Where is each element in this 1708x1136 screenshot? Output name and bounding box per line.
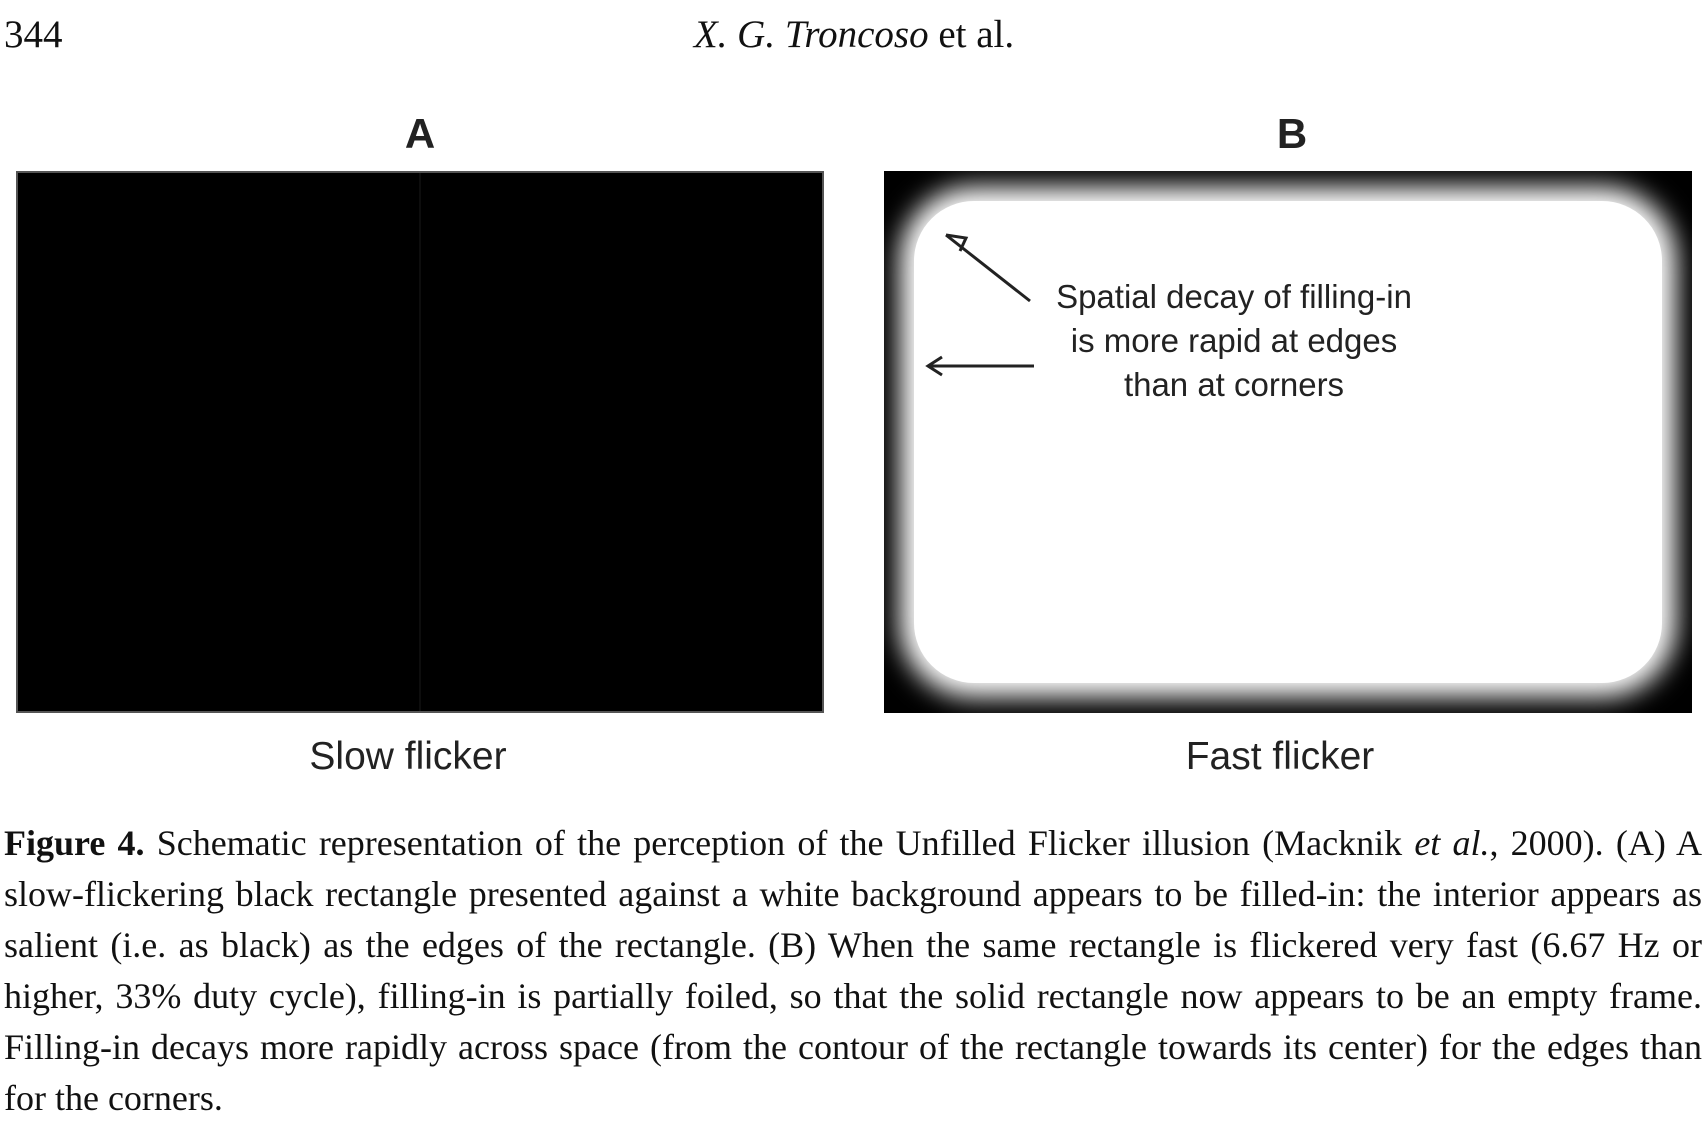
corner-arrow-head — [945, 233, 969, 252]
panel-b-annotation: Spatial decay of filling-in is more rapi… — [1056, 278, 1412, 403]
panel-a-slow-flicker-rectangle — [16, 171, 824, 713]
author-name: X. G. Troncoso — [693, 13, 929, 56]
caption-part-1: Schematic representation of the percepti… — [144, 823, 1415, 863]
panel-b-letter: B — [1276, 110, 1308, 157]
caption-et-al: et al. — [1414, 823, 1490, 863]
figure-caption: Figure 4. Schematic representation of th… — [4, 818, 1702, 1124]
author-suffix: et al. — [928, 13, 1015, 56]
panel-a-seam — [419, 173, 421, 711]
caption-lead: Figure 4. — [4, 823, 145, 863]
corner-arrow — [945, 233, 1031, 303]
panel-b-fast-flicker-frame: Spatial decay of filling-in is more rapi… — [884, 171, 1692, 713]
panel-a-letter: A — [404, 110, 436, 157]
edge-arrow-head — [925, 355, 943, 377]
author-running-title: X. G. Troncoso et al. — [0, 12, 1708, 57]
panel-b-label: Fast flicker — [1185, 735, 1375, 778]
annotation-arrows — [925, 233, 1034, 377]
page-number: 344 — [4, 13, 63, 56]
running-head: 344 X. G. Troncoso et al. — [0, 12, 1708, 62]
panel-a-label: Slow flicker — [309, 735, 507, 778]
panel-b-white-interior — [914, 201, 1662, 683]
caption-part-2: , 2000). (A) A slow-flickering black rec… — [4, 823, 1702, 1118]
